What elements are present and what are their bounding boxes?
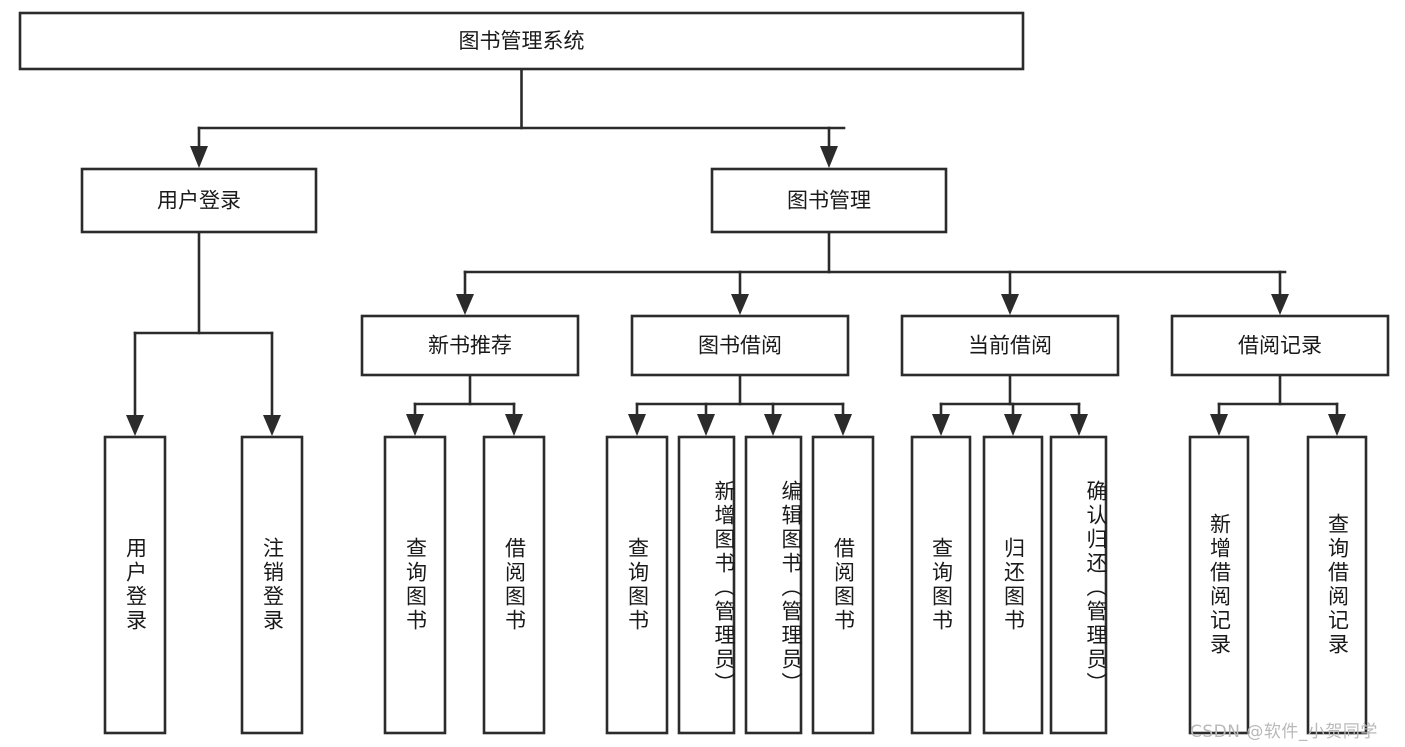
leaf-box-query-borrow-record[interactable]	[1306, 435, 1368, 735]
node-root-system-box	[18, 11, 1025, 71]
connector-group-book-mgmt	[456, 230, 1289, 315]
node-root-system[interactable]: 图书管理系统	[18, 11, 1025, 71]
node-new-book-recommend-box	[360, 314, 580, 377]
arrowhead-bookmgmt-child-4	[1271, 294, 1289, 315]
leaf-box-logout[interactable]	[240, 435, 304, 735]
node-new-book-recommend[interactable]: 新书推荐	[360, 314, 580, 377]
node-borrow-record[interactable]: 借阅记录	[1170, 314, 1390, 377]
node-book-management-label: 图书管理	[787, 189, 871, 213]
node-book-management[interactable]: 图书管理	[710, 167, 948, 234]
node-new-book-recommend-label: 新书推荐	[428, 334, 512, 358]
arrowhead-bookmgmt-child-2	[731, 294, 749, 315]
node-book-borrow-box	[630, 314, 850, 377]
node-book-borrow-label: 图书借阅	[698, 334, 782, 358]
arrowhead-userlogin-leaf-2	[263, 415, 281, 436]
node-user-login[interactable]: 用户登录	[80, 167, 318, 234]
node-current-borrow-box	[900, 314, 1120, 377]
leaf-box-borrow-book[interactable]	[811, 435, 875, 735]
leaf-box-query-book-current[interactable]	[910, 435, 972, 735]
leaf-box-edit-book-admin[interactable]	[744, 435, 803, 735]
leaf-box-user-login[interactable]	[103, 435, 167, 735]
arrowhead-userlogin-leaf-1	[126, 415, 144, 436]
connector-group-borrow-record	[1210, 373, 1346, 436]
node-borrow-record-label: 借阅记录	[1238, 334, 1322, 358]
arrowhead-bookborrow-leaf-1	[628, 414, 646, 436]
leaf-box-query-book-rec[interactable]	[383, 435, 447, 735]
leaf-box-return-book[interactable]	[982, 435, 1044, 735]
connector-group-user-login	[126, 230, 281, 436]
node-borrow-record-box	[1170, 314, 1390, 377]
leaf-box-add-book-admin[interactable]	[677, 435, 736, 735]
arrowhead-root-to-user-login	[190, 146, 208, 168]
arrowhead-bookmgmt-child-3	[1001, 294, 1019, 315]
node-book-management-box	[710, 167, 948, 234]
csdn-watermark: CSDN @软件_小贺同学	[1190, 722, 1378, 742]
leaf-box-borrow-book-rec[interactable]	[482, 435, 546, 735]
arrowhead-borrowrecord-leaf-2	[1328, 414, 1346, 436]
arrowhead-currentborrow-leaf-3	[1070, 414, 1088, 436]
leaf-boxes-group	[103, 435, 1368, 735]
leaf-box-add-borrow-record[interactable]	[1188, 435, 1250, 735]
leaf-box-confirm-return-admin[interactable]	[1049, 435, 1108, 735]
node-current-borrow[interactable]: 当前借阅	[900, 314, 1120, 377]
arrowhead-bookborrow-leaf-3	[764, 414, 782, 436]
connector-group-current-borrow	[932, 373, 1088, 436]
arrowhead-currentborrow-leaf-2	[1004, 414, 1022, 436]
connector-group-book-borrow	[628, 373, 852, 436]
arrowhead-newbook-leaf-1	[406, 414, 424, 436]
arrowhead-bookborrow-leaf-2	[697, 414, 715, 436]
arrowhead-currentborrow-leaf-1	[932, 414, 950, 436]
node-user-login-box	[80, 167, 318, 234]
arrowhead-newbook-leaf-2	[505, 414, 523, 436]
connector-group-root	[190, 67, 846, 168]
arrowhead-borrowrecord-leaf-1	[1210, 414, 1228, 436]
node-current-borrow-label: 当前借阅	[968, 334, 1052, 358]
node-user-login-label: 用户登录	[157, 189, 241, 213]
arrowhead-bookmgmt-child-1	[456, 294, 474, 315]
arrowhead-bookborrow-leaf-4	[834, 414, 852, 436]
node-book-borrow[interactable]: 图书借阅	[630, 314, 850, 377]
arrowhead-root-to-book-mgmt	[820, 146, 838, 168]
connector-group-new-book-rec	[406, 373, 523, 436]
leaf-box-query-book-borrow[interactable]	[605, 435, 669, 735]
node-root-system-label: 图书管理系统	[459, 29, 585, 53]
